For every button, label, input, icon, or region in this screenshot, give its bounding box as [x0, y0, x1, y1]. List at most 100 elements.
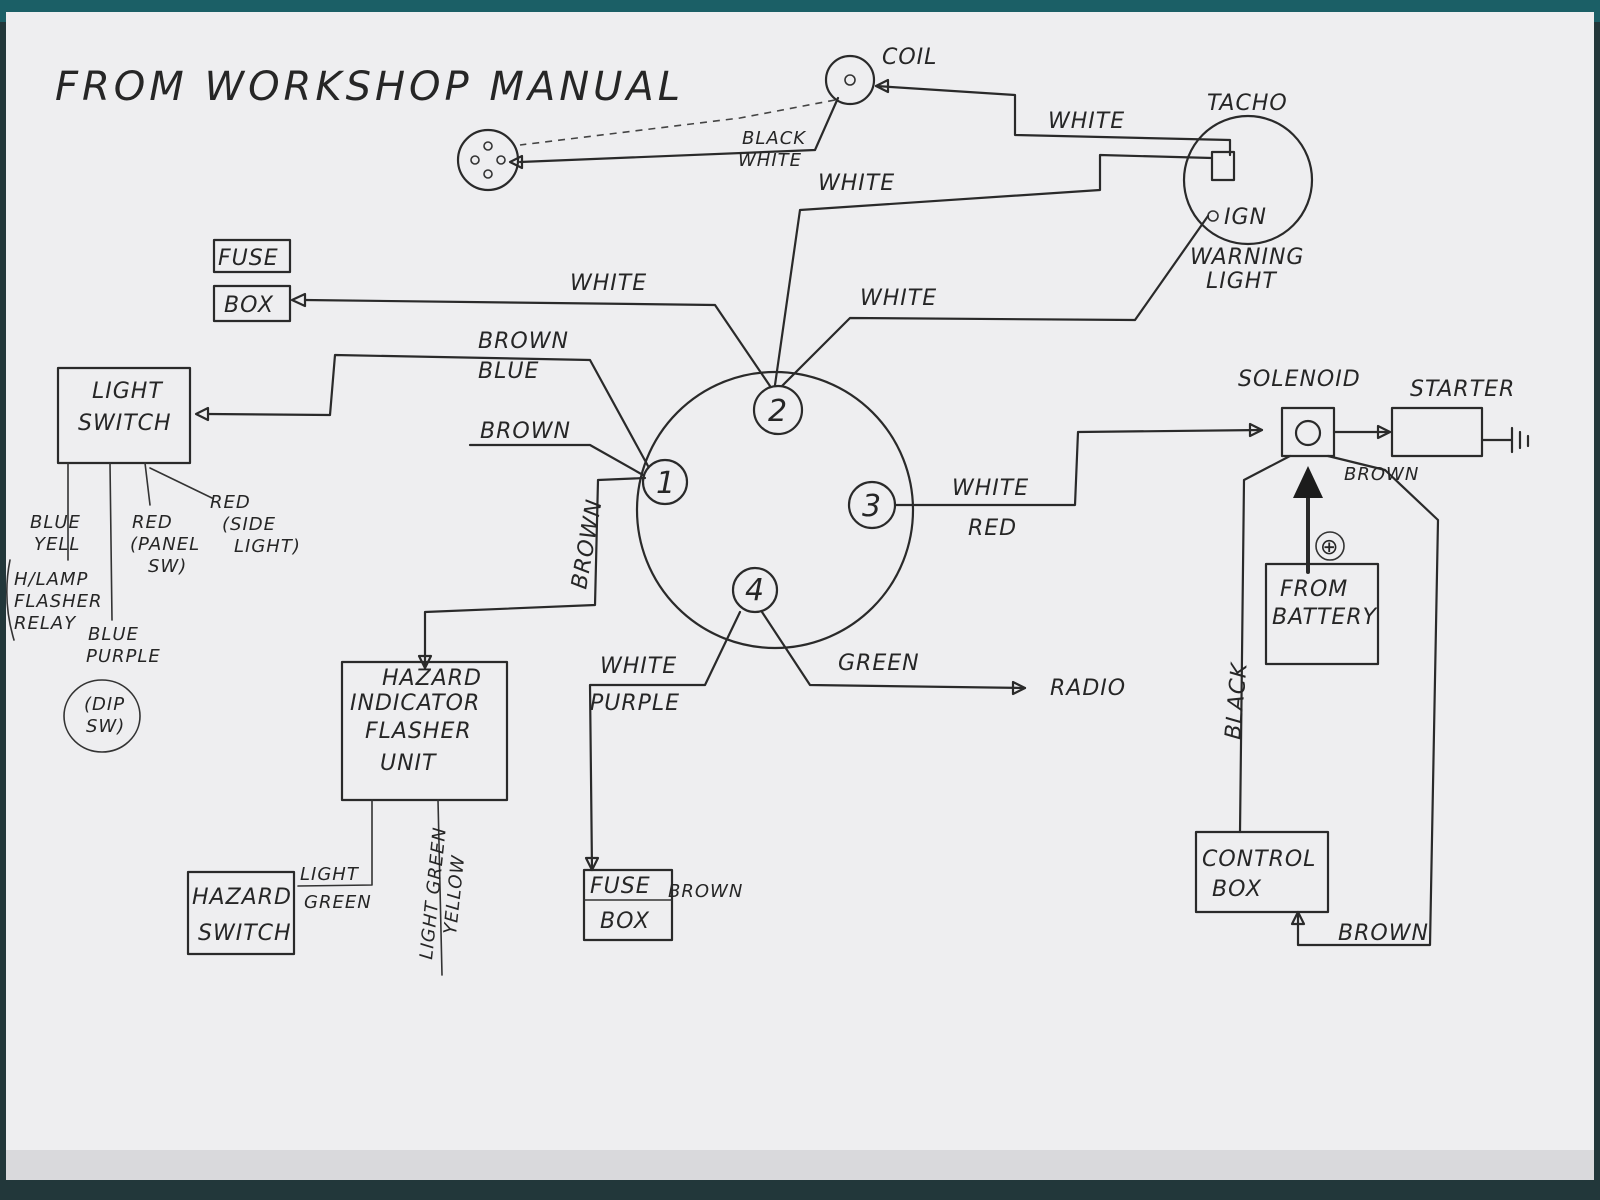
warning-light-label-1: WARNING	[1190, 245, 1304, 270]
blue-yell-label-1: BLUE	[30, 512, 81, 533]
arrowhead	[290, 292, 307, 308]
distributor-pin	[483, 141, 493, 151]
wire-hazard-switch	[297, 799, 373, 887]
arrowhead	[1011, 680, 1027, 696]
wire-t1-hazard-unit	[423, 476, 647, 670]
fuse-box-top-upper	[212, 238, 292, 274]
wire-black-control-box	[1238, 454, 1292, 834]
terminal-1-label: 1	[656, 466, 676, 501]
wire-label-blue: BLUE	[478, 359, 539, 384]
wire-light-switch-4	[149, 467, 213, 499]
red-side-label-1: RED	[210, 492, 251, 513]
wire-coil-tacho	[874, 84, 1232, 157]
battery-label-1: FROM	[1280, 577, 1348, 602]
coil-label: COIL	[882, 45, 937, 70]
wire-light-switch-3	[144, 462, 151, 506]
arrowhead	[1290, 910, 1306, 926]
starter-box	[1390, 406, 1484, 458]
hazard-switch-wire-label-2: GREEN	[304, 892, 372, 913]
wire-coil-distributor	[518, 96, 840, 164]
wire-label-t2-fuse-box: WHITE	[570, 271, 647, 296]
coil-symbol	[824, 54, 876, 106]
terminal-2-label: 2	[768, 394, 788, 429]
tacho-label: TACHO	[1207, 91, 1288, 116]
control-box-label-2: BOX	[1212, 877, 1262, 902]
wire-label-white-red-2: RED	[968, 516, 1017, 541]
dip-sw-label-1: (DIP	[84, 694, 125, 715]
light-switch-label-2: SWITCH	[78, 411, 172, 436]
red-panel-label-2: (PANEL	[130, 534, 200, 555]
terminal-4	[731, 566, 779, 614]
wire-t4-radio	[760, 610, 1027, 690]
wire-label-solenoid-brown: BROWN	[1344, 464, 1419, 485]
hazard-switch-wire-label-1: LIGHT	[300, 864, 360, 885]
terminal-2	[752, 384, 804, 436]
hazard-unit-label-2: INDICATOR	[350, 691, 480, 716]
paper-sheet	[6, 12, 1594, 1172]
wire-t1-light-switch	[206, 353, 650, 468]
fuse-box-bottom-label-1: FUSE	[590, 874, 651, 899]
blue-purple-label-1: BLUE	[88, 624, 139, 645]
hlamp-label: H/LAMP	[14, 569, 88, 590]
page-title: FROM WORKSHOP MANUAL	[55, 64, 684, 110]
red-side-label-3: LIGHT)	[234, 536, 301, 557]
red-panel-label-3: SW)	[148, 556, 187, 577]
wire-t1-brown	[468, 443, 645, 477]
red-side-label-2: (SIDE	[222, 514, 276, 535]
wire-label-t1-brown: BROWN	[480, 419, 571, 444]
wire-label-t2-ign: WHITE	[860, 286, 937, 311]
relay-label: RELAY	[14, 613, 77, 634]
red-panel-label-1: RED	[132, 512, 173, 533]
fuse-box-bottom	[582, 868, 674, 942]
wire-light-switch-2	[109, 462, 113, 621]
wire-coil-distributor-dashed	[519, 99, 836, 146]
distributor-pin	[496, 155, 506, 165]
battery-positive-label: ⊕	[1320, 535, 1339, 560]
wire-t3-solenoid	[893, 428, 1264, 507]
battery-arrow	[1293, 466, 1323, 498]
ign-label: IGN	[1224, 205, 1267, 230]
light-switch-label-1: LIGHT	[92, 379, 163, 404]
control-box-label-1: CONTROL	[1202, 847, 1316, 872]
tacho-gauge	[1182, 114, 1314, 246]
wire-hazard-vertical	[437, 799, 443, 976]
arrowhead	[508, 154, 524, 170]
wire-t2-tacho	[773, 153, 1214, 387]
hazard-unit-label-4: UNIT	[380, 751, 437, 776]
paper-bottom-edge	[6, 1150, 1594, 1180]
tacho-terminal	[1210, 150, 1236, 182]
starter-label: STARTER	[1410, 377, 1515, 402]
ground-symbol	[1480, 426, 1530, 454]
wire-label-brown: BROWN	[478, 329, 569, 354]
wire-label-coil-tacho: WHITE	[1048, 109, 1125, 134]
wire-label-black: BLACK	[742, 128, 806, 149]
hazard-switch-box	[186, 870, 296, 956]
light-switch-box	[56, 366, 192, 465]
positive-terminal	[1315, 531, 1345, 561]
terminal-1	[641, 458, 689, 506]
wire-label-white-red-1: WHITE	[952, 476, 1029, 501]
wire-label-white-purple-1: WHITE	[600, 654, 677, 679]
wire-label-green: GREEN	[838, 651, 920, 676]
wire-label-control-box-brown: BROWN	[1338, 921, 1429, 946]
distributor-pin	[483, 169, 493, 179]
wire-brown-control-box	[1296, 454, 1440, 947]
hazard-switch-label-1: HAZARD	[192, 885, 292, 910]
radio-label: RADIO	[1050, 676, 1126, 701]
arrowhead	[874, 78, 890, 94]
dip-sw-circle	[63, 679, 141, 753]
terminal-4-label: 4	[745, 573, 765, 608]
wire-label-t2-tacho: WHITE	[818, 171, 895, 196]
arrowhead	[584, 856, 600, 872]
fuse-box-top-label-1: FUSE	[218, 246, 279, 271]
control-box	[1194, 830, 1330, 914]
wire-label-white: WHITE	[738, 150, 802, 171]
coil-terminal	[844, 74, 856, 86]
wire-label-white-purple-2: PURPLE	[590, 691, 680, 716]
wire-t2-fuse-box	[303, 298, 772, 388]
bracket	[6, 559, 15, 641]
fuse-box-bottom-side-label: BROWN	[668, 881, 743, 902]
battery-box	[1264, 562, 1380, 666]
